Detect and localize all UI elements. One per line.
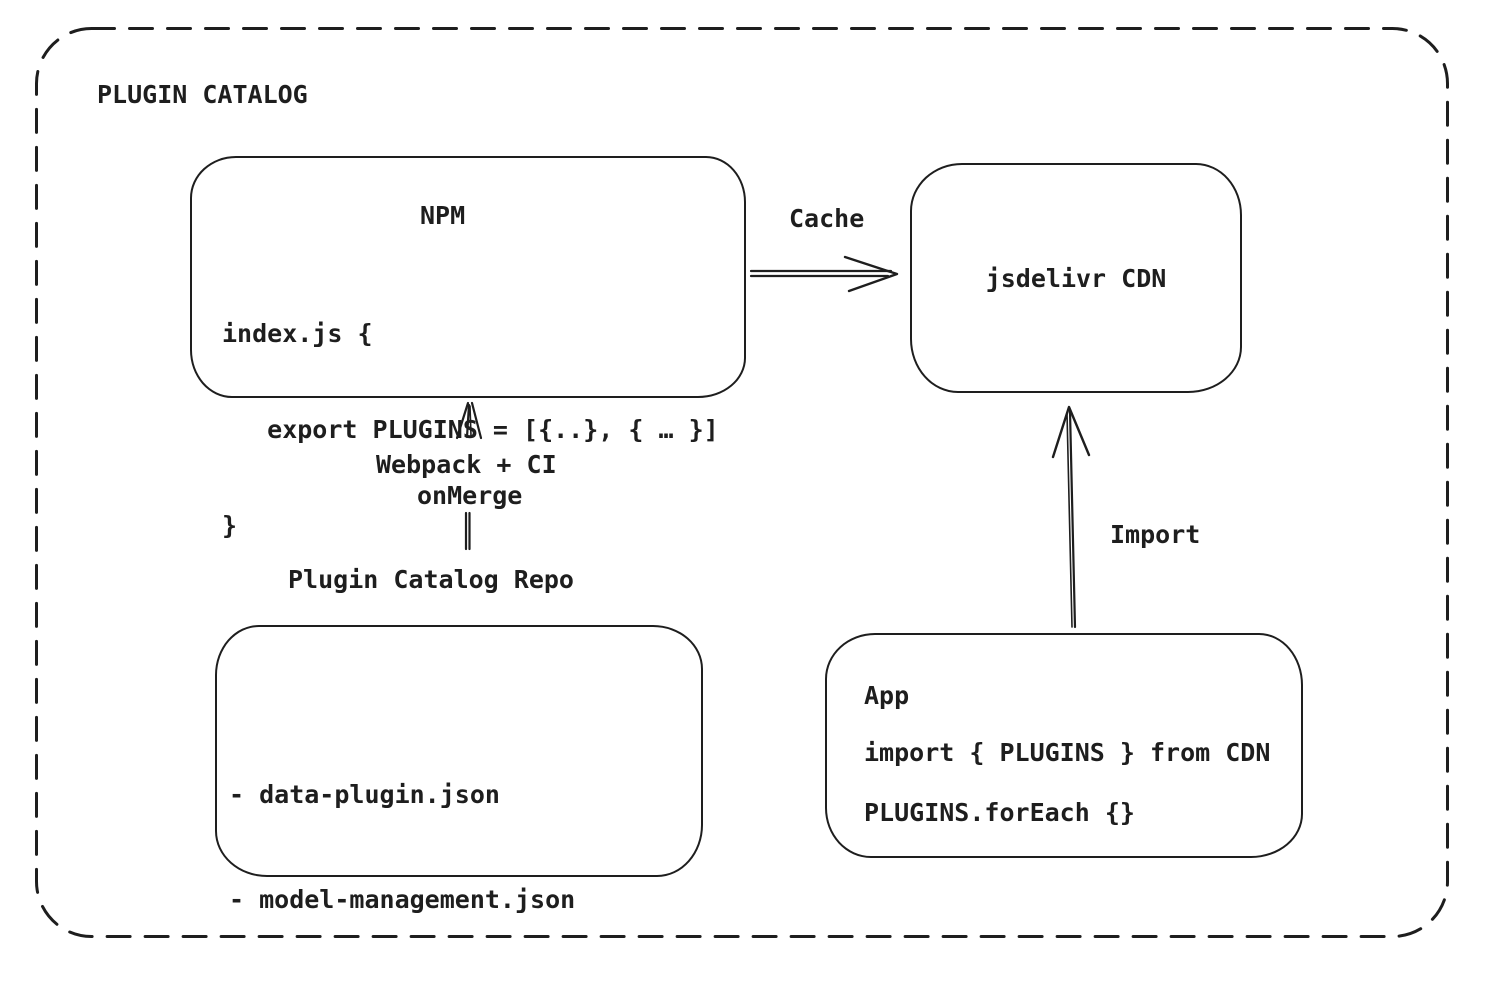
catalog-boundary-frame [35, 27, 1449, 938]
app-code-line: PLUGINS.forEach {} [864, 798, 1135, 827]
repo-file-list: - data-plugin.json - model-management.js… [229, 707, 575, 1002]
cache-arrow-label: Cache [789, 204, 865, 233]
import-arrow-label: Import [1110, 520, 1201, 549]
diagram-title: PLUGIN CATALOG [97, 80, 308, 109]
build-connector-line [464, 511, 471, 551]
npm-code-line: } [222, 511, 238, 540]
repo-file: … [229, 987, 575, 1002]
node-cdn: jsdelivr CDN [910, 163, 1242, 393]
npm-code-line: index.js { [222, 319, 373, 348]
npm-code-line: export PLUGINS = [{..}, { … }] [222, 415, 719, 444]
repo-file: - data-plugin.json [229, 780, 500, 809]
node-repo: - data-plugin.json - model-management.js… [215, 625, 703, 1002]
import-arrow [1051, 405, 1091, 629]
npm-title: NPM [420, 201, 466, 230]
build-arrow-label-line2: onMerge [417, 481, 523, 510]
node-npm: NPM index.js { export PLUGINS = [{..}, {… [190, 156, 746, 540]
build-arrow [455, 401, 483, 440]
npm-code: index.js { export PLUGINS = [{..}, { … }… [222, 254, 719, 606]
cache-arrow [749, 255, 899, 293]
node-app: App import { PLUGINS } from CDN PLUGINS.… [825, 633, 1303, 858]
app-title: App [864, 681, 910, 710]
cdn-label: jsdelivr CDN [985, 263, 1167, 293]
app-code-line: import { PLUGINS } from CDN [864, 738, 1271, 767]
build-arrow-label-line1: Webpack + CI [376, 450, 557, 479]
repo-file: - model-management.json [229, 885, 576, 914]
repo-label: Plugin Catalog Repo [288, 565, 574, 594]
